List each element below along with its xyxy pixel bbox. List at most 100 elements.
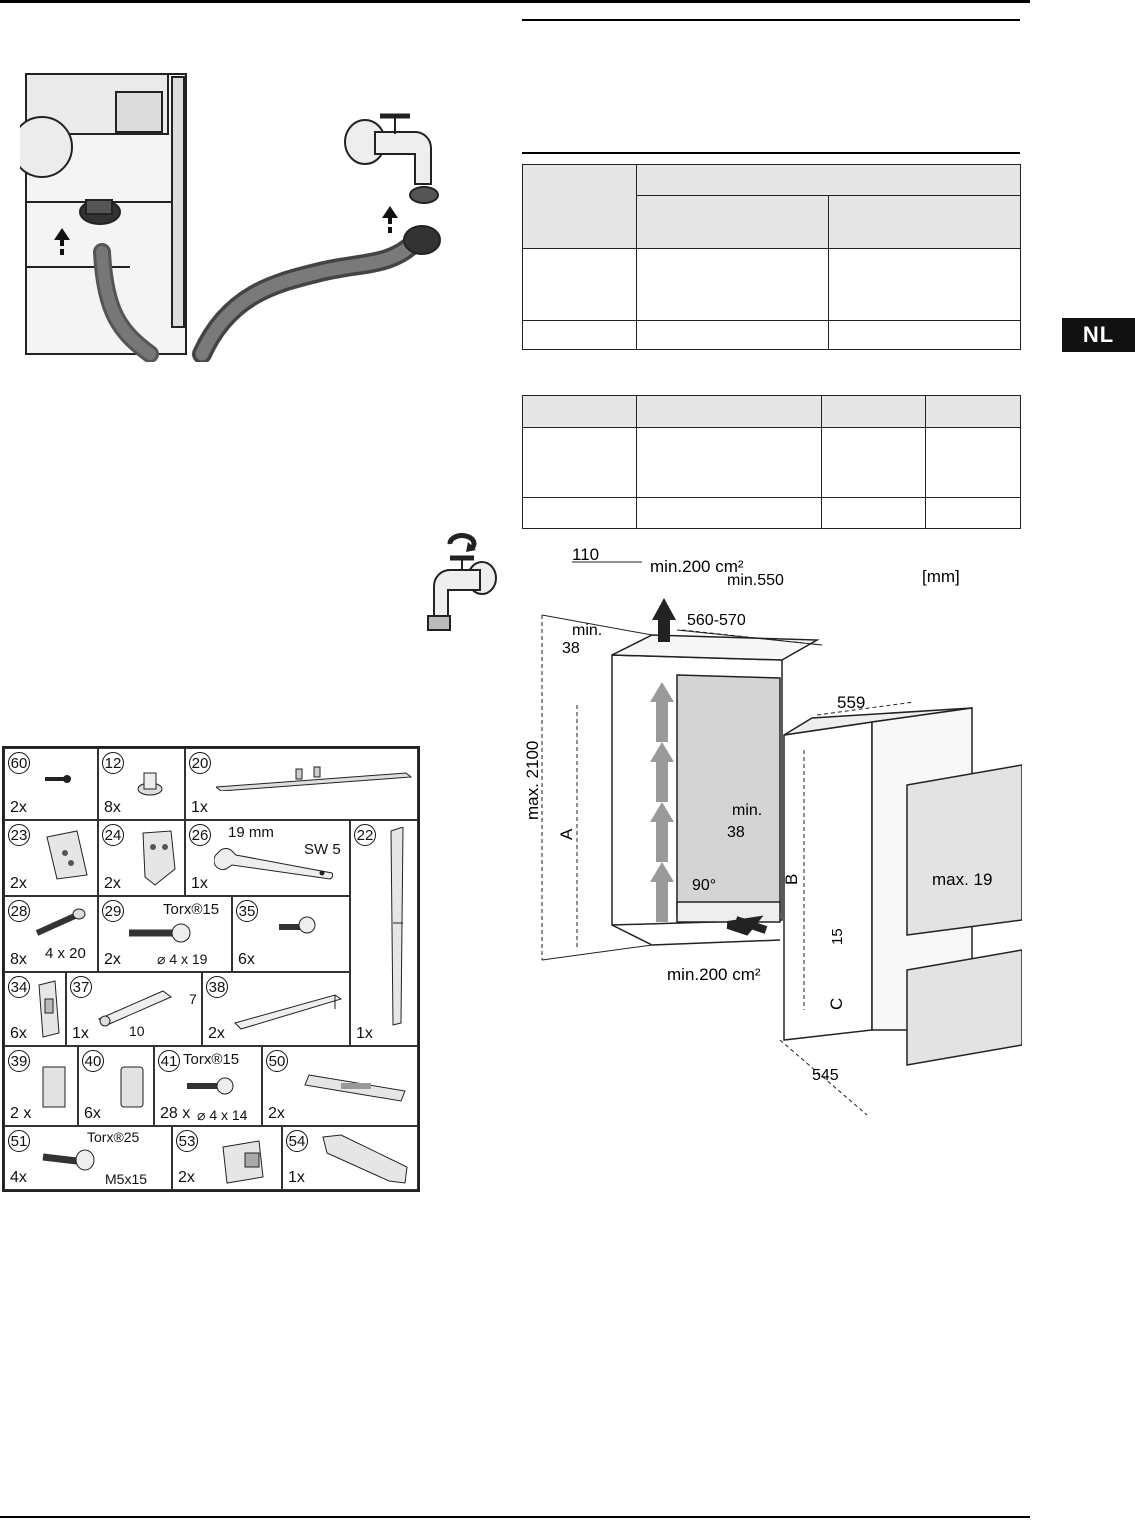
- part-number: 50: [266, 1050, 288, 1072]
- part-qty: 2x: [104, 951, 121, 968]
- hinge-arm-icon: [98, 990, 172, 1027]
- svg-text:C: C: [827, 998, 846, 1010]
- part-qty: 6x: [10, 1025, 27, 1042]
- water-hose-connection-illustration: [20, 73, 441, 362]
- part-note: 10: [129, 1023, 145, 1039]
- part-number: 40: [82, 1050, 104, 1072]
- part-note: SW 5: [304, 841, 341, 858]
- part-number: 20: [189, 752, 211, 774]
- part-number: 60: [8, 752, 30, 774]
- svg-text:max. 19: max. 19: [932, 870, 992, 889]
- part-number: 26: [189, 824, 211, 846]
- part-28: 28 4 x 20 8x: [4, 896, 98, 972]
- part-12: 12 8x: [98, 748, 185, 820]
- part-qty: 6x: [84, 1105, 101, 1122]
- part-qty: 2x: [10, 875, 27, 892]
- svg-text:min.200 cm²: min.200 cm²: [667, 965, 761, 984]
- svg-text:B: B: [782, 874, 801, 885]
- part-26: 26 19 mm SW 5 1x: [185, 820, 350, 896]
- cap-icon: [137, 772, 163, 796]
- water-tap-illustration: [427, 533, 497, 631]
- part-qty: 2x: [268, 1105, 285, 1122]
- part-number: 38: [206, 976, 228, 998]
- part-note: M5x15: [105, 1171, 148, 1187]
- angle-bracket-icon: [142, 830, 176, 886]
- part-note: Torx®25: [87, 1129, 140, 1145]
- part-54: 54 1x: [282, 1126, 418, 1190]
- part-note: Torx®15: [163, 901, 220, 918]
- bottom-rule: [0, 1516, 1030, 1518]
- part-29: 29 Torx®15 ⌀ 4 x 19 2x: [98, 896, 232, 972]
- part-qty: 1x: [72, 1025, 89, 1042]
- part-note: 19 mm: [228, 824, 274, 841]
- part-note: ⌀ 4 x 19: [157, 951, 208, 967]
- svg-text:max. 2100: max. 2100: [523, 741, 542, 820]
- part-note: ⌀ 4 x 14: [197, 1107, 248, 1123]
- part-qty: 2x: [178, 1169, 195, 1186]
- bracket-icon: [46, 830, 88, 880]
- svg-text:[mm]: [mm]: [922, 567, 960, 586]
- svg-text:110: 110: [572, 545, 599, 564]
- part-number: 22: [354, 824, 376, 846]
- svg-text:38: 38: [727, 824, 745, 841]
- part-qty: 28 x: [160, 1105, 191, 1122]
- table-1: [522, 164, 1021, 350]
- wrench-icon: [214, 848, 334, 880]
- part-number: 51: [8, 1130, 30, 1152]
- svg-text:545: 545: [812, 1067, 839, 1084]
- svg-text:560-570: 560-570: [687, 612, 746, 629]
- latch-icon: [222, 1140, 264, 1184]
- part-50: 50 2x: [262, 1046, 418, 1126]
- part-number: 24: [102, 824, 124, 846]
- part-qty: 8x: [104, 799, 121, 816]
- part-note: 4 x 20: [45, 945, 86, 962]
- part-39: 39 2 x: [4, 1046, 78, 1126]
- wood-screw-icon: [35, 908, 86, 936]
- screw-icon: [45, 775, 71, 783]
- part-37: 37 7 10 1x: [66, 972, 202, 1046]
- part-35: 35 6x: [232, 896, 350, 972]
- part-number: 37: [70, 976, 92, 998]
- header-rule-right: [522, 19, 1020, 21]
- part-number: 12: [102, 752, 124, 774]
- part-qty: 6x: [238, 951, 255, 968]
- part-qty: 8x: [10, 951, 27, 968]
- part-number: 35: [236, 900, 258, 922]
- language-badge: NL: [1062, 318, 1135, 352]
- section-rule: [522, 152, 1020, 154]
- trim-strip-icon: [390, 827, 404, 1026]
- part-number: 39: [8, 1050, 30, 1072]
- part-number: 53: [176, 1130, 198, 1152]
- washer-screw-icon: [279, 916, 316, 934]
- part-qty: 1x: [288, 1169, 305, 1186]
- svg-text:A: A: [557, 828, 576, 840]
- torx-screw-icon: [129, 923, 191, 943]
- part-60: 60 2x: [4, 748, 98, 820]
- svg-text:559: 559: [837, 693, 865, 712]
- part-qty: 1x: [191, 875, 208, 892]
- part-23: 23 2x: [4, 820, 98, 896]
- part-41: 41 Torx®15 ⌀ 4 x 14 28 x: [154, 1046, 262, 1126]
- part-qty: 4x: [10, 1169, 27, 1186]
- part-qty: 1x: [356, 1025, 373, 1042]
- part-20: 20 1x: [185, 748, 418, 820]
- cover-cap-icon: [42, 1066, 66, 1108]
- part-53: 53 2x: [172, 1126, 282, 1190]
- part-number: 34: [8, 976, 30, 998]
- part-40: 40 6x: [78, 1046, 154, 1126]
- part-qty: 2 x: [10, 1105, 32, 1122]
- part-38: 38 2x: [202, 972, 350, 1046]
- svg-text:min.550: min.550: [727, 572, 784, 589]
- parts-inventory: 60 2x 12 8x 20 1x 23 2x 24 2x 26 19 mm S…: [2, 746, 420, 1192]
- clip-icon: [38, 980, 60, 1038]
- part-note: Torx®15: [183, 1051, 240, 1068]
- part-number: 41: [158, 1050, 180, 1072]
- svg-text:90°: 90°: [692, 877, 716, 894]
- rail-icon: [216, 766, 413, 791]
- part-number: 29: [102, 900, 124, 922]
- part-34: 34 6x: [4, 972, 66, 1046]
- svg-text:min.: min.: [732, 802, 762, 819]
- cover-strip-icon: [234, 994, 343, 1030]
- part-note: 7: [189, 991, 197, 1007]
- mounting-rail-icon: [304, 1074, 406, 1102]
